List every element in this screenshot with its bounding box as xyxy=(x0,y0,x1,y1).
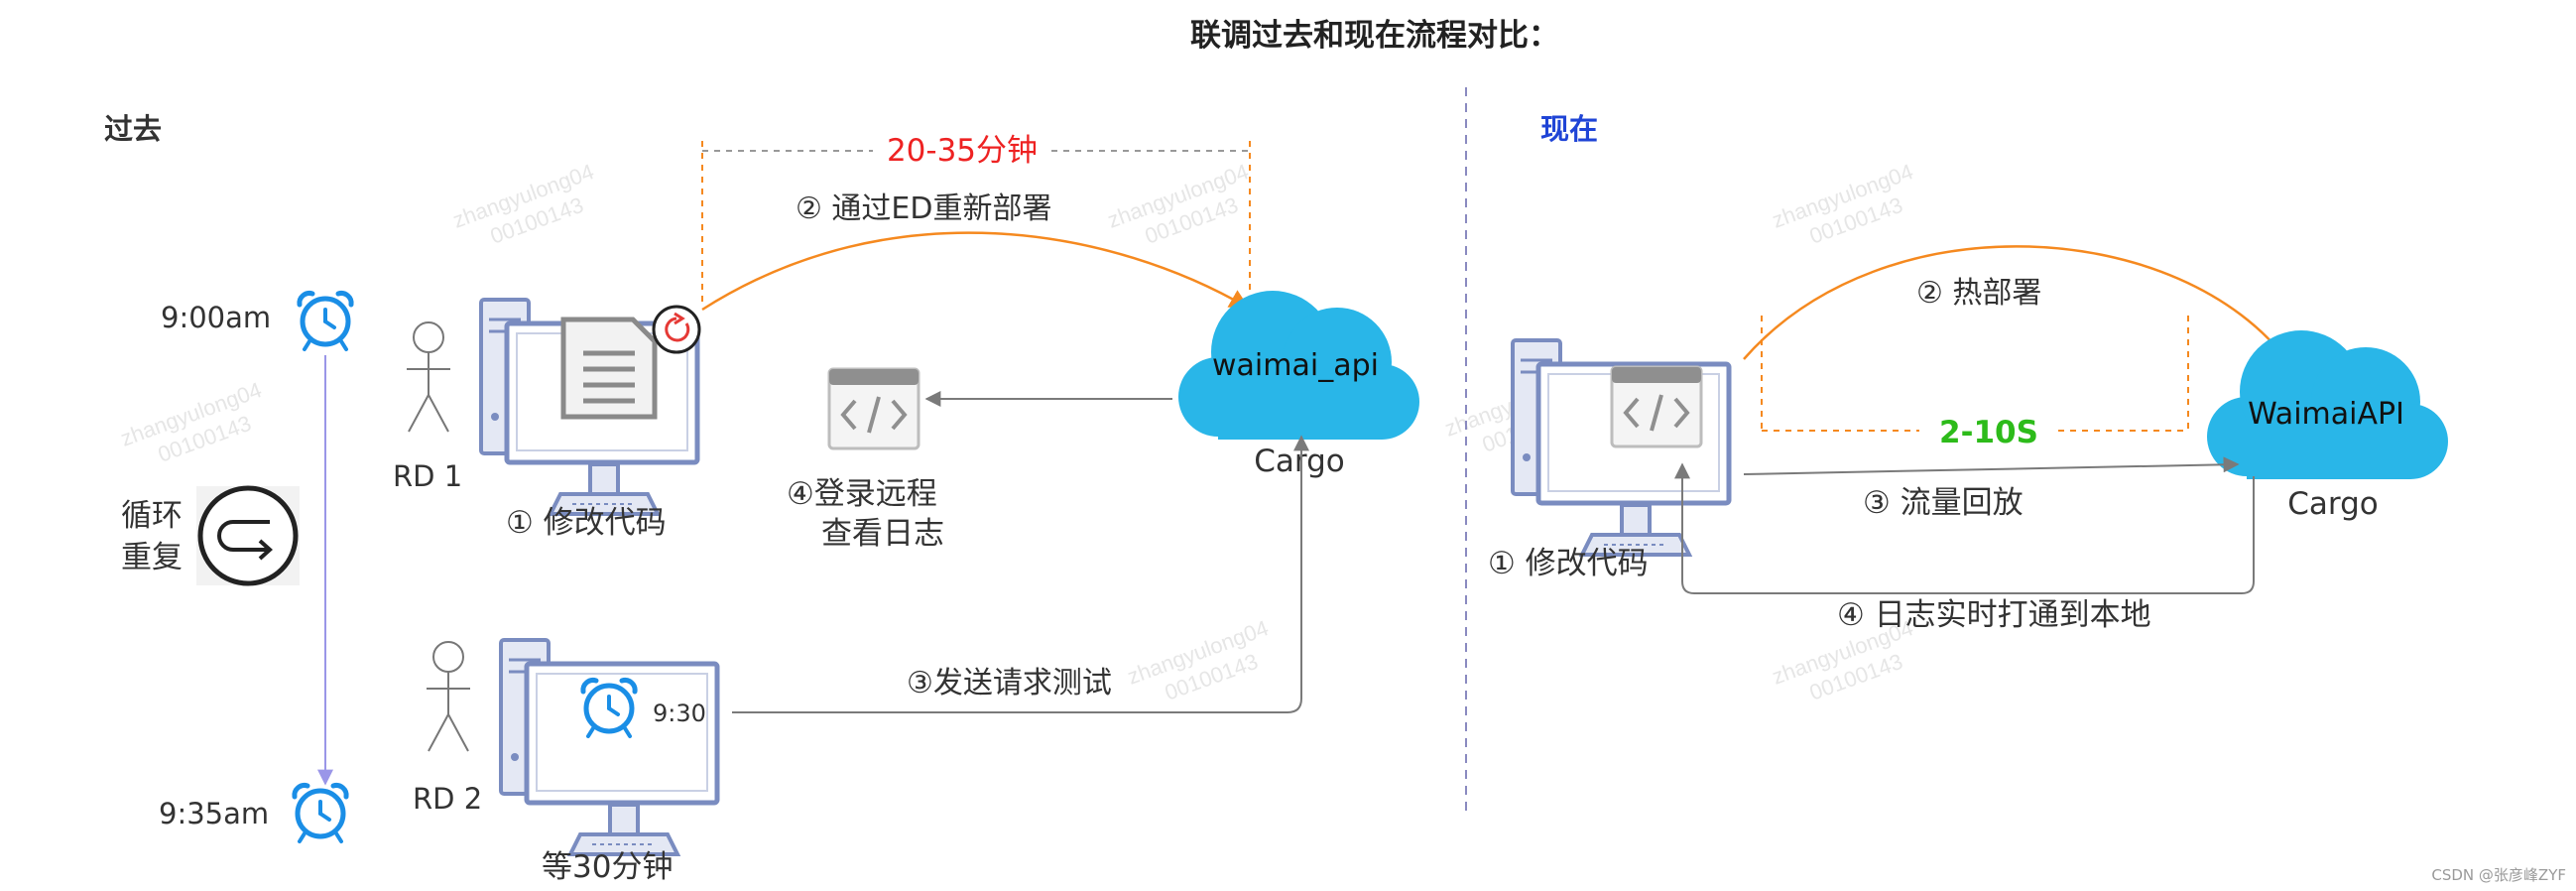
past-step2-label: ② 通过ED重新部署 xyxy=(796,191,1052,226)
request-arrow xyxy=(732,435,1309,713)
traffic-replay-arrow xyxy=(1743,456,2240,475)
loop-icon xyxy=(196,485,300,586)
computer-icon xyxy=(501,640,717,854)
hot-deploy-arrow xyxy=(1743,245,2291,365)
code-window-icon xyxy=(1610,365,1703,448)
now-duration-label: 2-10S xyxy=(1939,415,2038,450)
now-step1-label: ① 修改代码 xyxy=(1488,546,1649,581)
now-cloud-label: WaimaiAPI xyxy=(2248,397,2404,432)
past-step4-line2: 查看日志 xyxy=(821,516,944,552)
past-step1-label: ① 修改代码 xyxy=(506,505,667,541)
now-step2-label: ② 热部署 xyxy=(1916,276,2041,311)
loop-label-line1: 循环 xyxy=(121,498,183,534)
time-start-label: 9:00am xyxy=(161,301,271,334)
alarm-clock-icon xyxy=(300,294,351,349)
past-duration-label: 20-35分钟 xyxy=(887,133,1038,169)
developer-figure-icon xyxy=(406,321,451,433)
rd2-label: RD 2 xyxy=(413,782,482,816)
developer-figure-icon xyxy=(426,641,471,752)
code-window-icon xyxy=(827,367,920,450)
deploy-arrow xyxy=(701,231,1250,312)
clock-time-label: 9:30 xyxy=(653,700,706,727)
now-heading: 现在 xyxy=(1540,112,1598,146)
past-heading: 过去 xyxy=(104,112,162,146)
wait-label: 等30分钟 xyxy=(542,849,673,885)
credit-text: CSDN @张彦峰ZYF xyxy=(2431,866,2566,884)
past-cargo-label: Cargo xyxy=(1254,444,1345,479)
past-step4-line1: ④登录远程 xyxy=(787,476,937,512)
past-cloud-label: waimai_api xyxy=(1212,348,1379,383)
log-stream-arrow xyxy=(1674,462,2255,594)
document-icon xyxy=(560,317,658,420)
now-step3-label: ③ 流量回放 xyxy=(1863,485,2024,521)
loop-label-line2: 重复 xyxy=(121,540,183,575)
alarm-clock-icon xyxy=(295,786,346,841)
time-end-label: 9:35am xyxy=(159,797,269,830)
now-cargo-label: Cargo xyxy=(2287,486,2379,522)
diagram-title: 联调过去和现在流程对比： xyxy=(1190,18,1559,54)
now-step4-label: ④ 日志实时打通到本地 xyxy=(1837,597,2151,633)
past-step3-label: ③发送请求测试 xyxy=(907,666,1112,700)
rd1-label: RD 1 xyxy=(393,459,462,493)
refresh-icon xyxy=(652,305,701,354)
